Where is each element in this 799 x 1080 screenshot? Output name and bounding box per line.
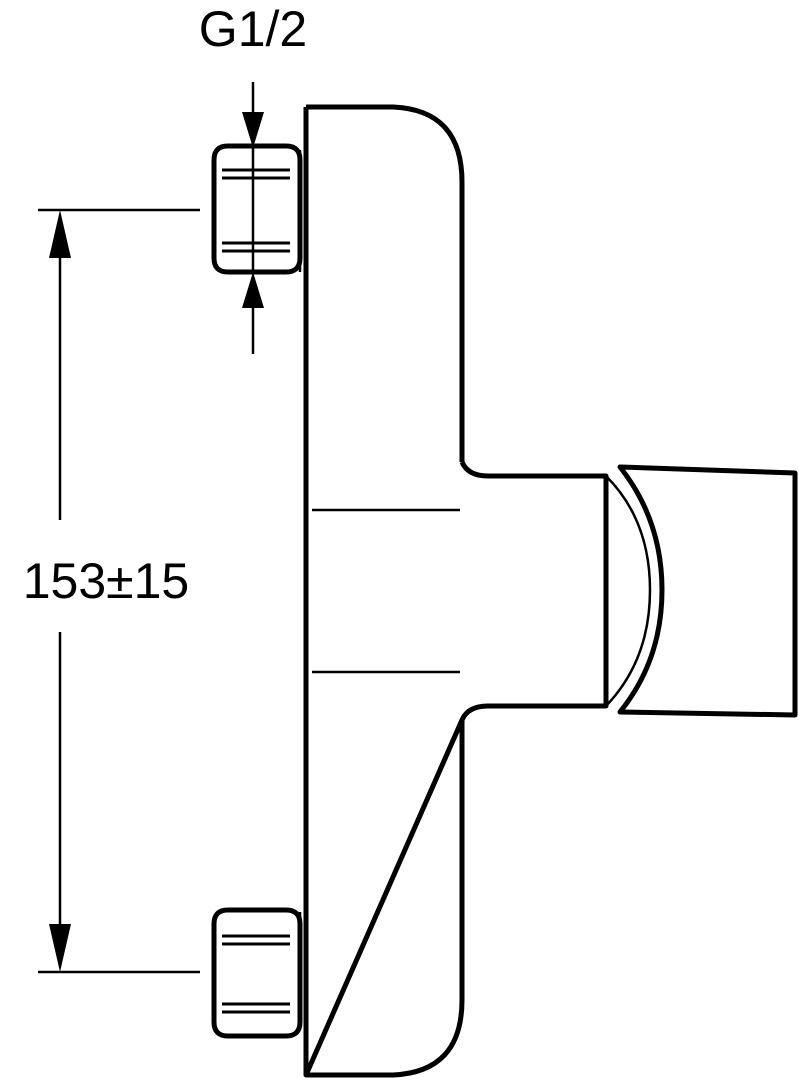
upper-nut-shape — [211, 143, 303, 275]
outlet-spout — [459, 460, 798, 722]
lower-connection-nut — [211, 907, 303, 1039]
center-distance-dimension: 153±15 — [23, 208, 200, 974]
center-dim-arrow-top — [49, 210, 71, 258]
thread-dim-arrow-bottom — [242, 272, 264, 308]
center-dim-arrow-bottom — [49, 924, 71, 972]
spout-cap — [617, 464, 798, 718]
valve-body — [298, 104, 465, 1078]
body-outline — [303, 104, 465, 1078]
center-distance-label: 153±15 — [23, 553, 189, 609]
thread-size-label: G1/2 — [199, 1, 307, 57]
lower-nut-shape — [211, 907, 303, 1039]
upper-connection-nut — [211, 143, 303, 275]
spout-cap-seam — [605, 475, 652, 707]
spout-neck — [459, 460, 609, 722]
thread-dim-arrow-top — [242, 112, 264, 148]
thread-size-dimension: G1/2 — [199, 1, 307, 354]
